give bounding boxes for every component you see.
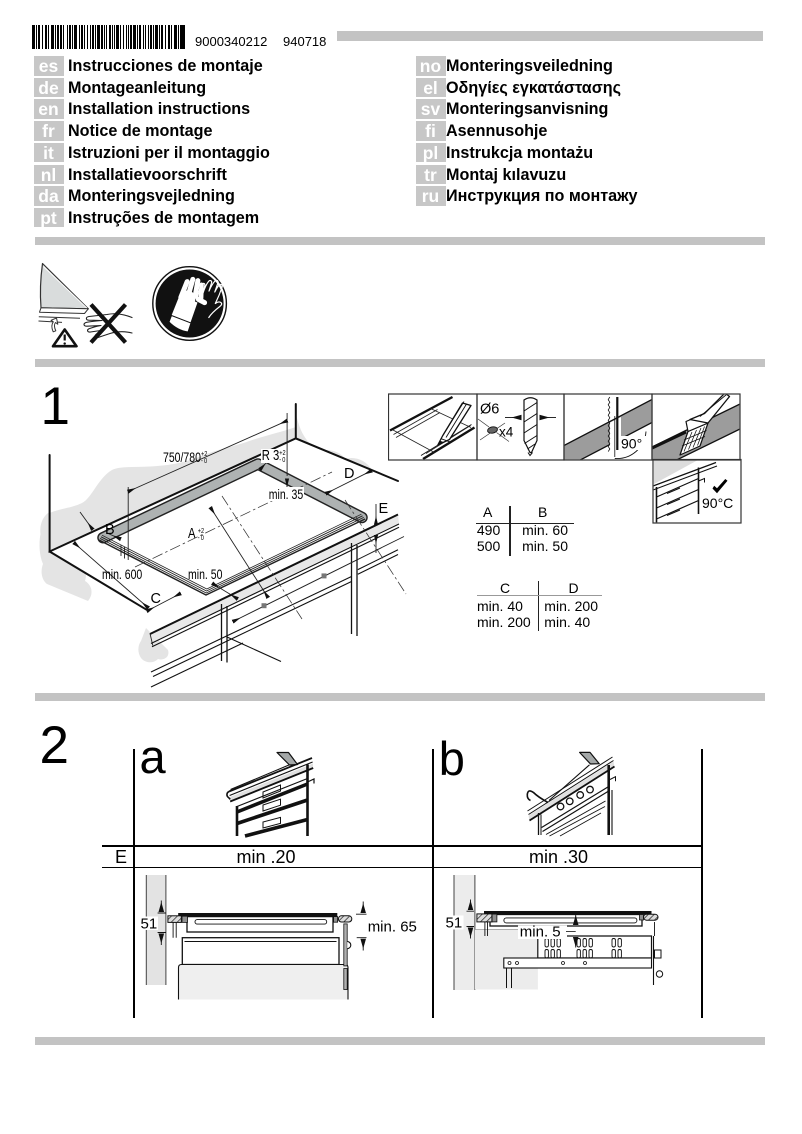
svg-text:min. 65: min. 65 bbox=[368, 919, 417, 936]
svg-text:90°C: 90°C bbox=[702, 495, 733, 511]
svg-text:min. 5: min. 5 bbox=[520, 924, 561, 941]
svg-text:x4: x4 bbox=[499, 425, 514, 440]
svg-text:90°: 90° bbox=[621, 436, 642, 452]
svg-text:Ø6: Ø6 bbox=[480, 402, 499, 418]
svg-text:51: 51 bbox=[141, 916, 158, 933]
svg-text:51: 51 bbox=[446, 915, 463, 932]
